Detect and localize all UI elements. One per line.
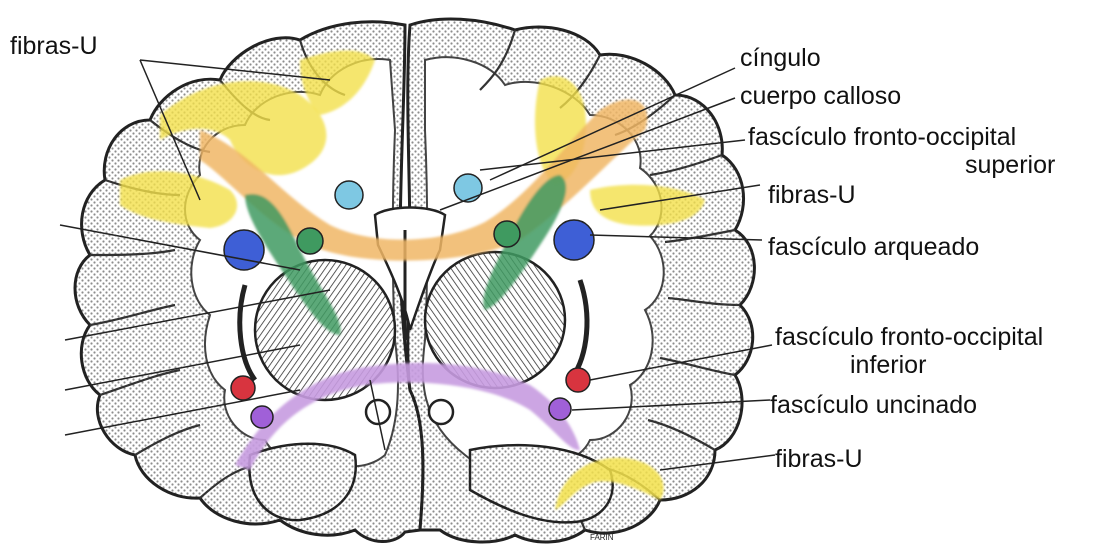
label-uncinate: fascículo uncinado	[770, 391, 977, 419]
label-cingulum: cíngulo	[740, 44, 821, 72]
label-u-fibers-top: fibras-U	[10, 32, 98, 60]
arcuate-left-dot	[224, 230, 264, 270]
label-inf-fof-line1: fascículo fronto-occipital	[775, 323, 1043, 351]
artist-signature: FARIN	[590, 533, 614, 542]
uncinate-left-dot	[251, 406, 273, 428]
label-inf-fof-line2: inferior	[850, 351, 926, 379]
label-arcuate: fascículo arqueado	[768, 233, 979, 261]
cingulum-left-dot	[335, 181, 363, 209]
label-u-fibers-bottom: fibras-U	[775, 445, 863, 473]
right-nucleus	[429, 400, 453, 424]
brain-section	[75, 19, 754, 542]
label-sup-fof-line1: fascículo fronto-occipital	[748, 123, 1016, 151]
inf-fof-right-dot	[566, 368, 590, 392]
sup-fof-right-dot	[494, 221, 520, 247]
inf-fof-left-dot	[231, 376, 255, 400]
label-u-fibers-mid: fibras-U	[768, 181, 856, 209]
arcuate-right-dot	[554, 220, 594, 260]
label-corpus-callosum: cuerpo calloso	[740, 82, 901, 110]
uncinate-right-dot	[549, 398, 571, 420]
sup-fof-left-dot	[297, 228, 323, 254]
cingulum-right-dot	[454, 174, 482, 202]
label-sup-fof-line2: superior	[965, 151, 1055, 179]
